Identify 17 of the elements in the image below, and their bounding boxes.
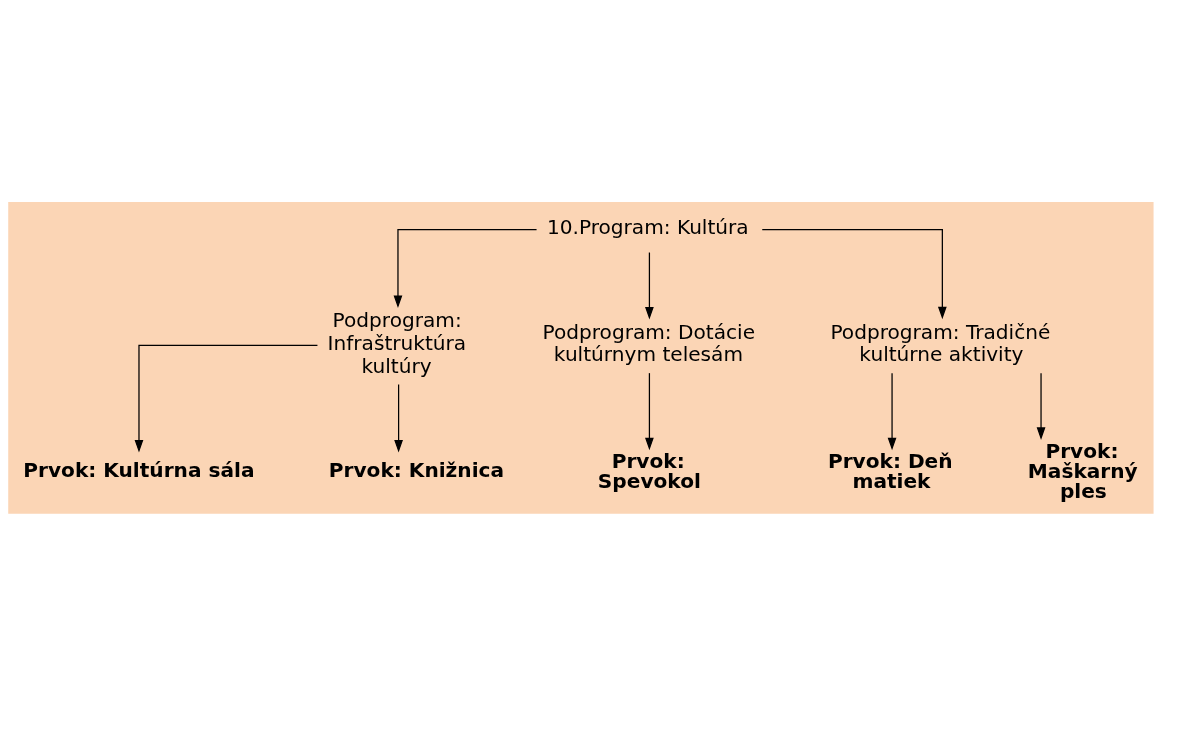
arrow: [1036, 372, 1046, 440]
node-text: 10.Program: Kultúra: [546, 214, 749, 239]
node-text: Podprogram: Infraštruktúra kultúry: [327, 307, 467, 378]
arrow: [134, 344, 319, 453]
node-text: Podprogram: Tradičné kultúrne aktivity: [830, 319, 1051, 366]
arrow: [761, 228, 947, 319]
node-text: Prvok: Kultúrna sála: [23, 457, 255, 482]
arrow: [645, 372, 654, 450]
node-text: Prvok: Deň matiek: [827, 448, 953, 493]
node-text: Podprogram: Dotácie kultúrnym telesám: [542, 319, 756, 366]
node-text: Prvok: Maškarný ples: [1027, 438, 1138, 503]
node-text: Prvok: Spevokol: [597, 448, 701, 493]
node-text: Prvok: Knižnica: [328, 457, 505, 482]
arrow: [645, 251, 654, 320]
arrow: [887, 372, 897, 450]
arrow: [394, 383, 403, 453]
arrow: [393, 228, 538, 308]
